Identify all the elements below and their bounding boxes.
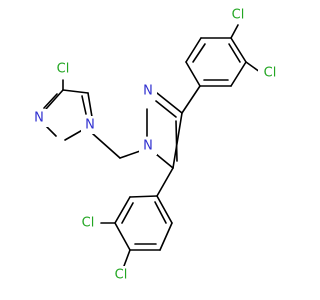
bond (43, 93, 58, 109)
chlorine-label-upper-1: Cl (232, 8, 245, 23)
chlorine-label-upper-2: Cl (264, 66, 277, 81)
bond (121, 202, 134, 224)
bond (192, 43, 206, 63)
bond (62, 89, 89, 94)
bond (185, 61, 201, 87)
bond (114, 196, 131, 224)
chlorine-label-lower-1: Cl (82, 216, 95, 231)
chlorine-label-lower-2: Cl (115, 268, 128, 283)
bond (155, 100, 177, 118)
nitrogen-label-core-2: N (143, 139, 153, 154)
bond (129, 195, 158, 198)
nitrogen-label-pyrazole-1: N (34, 111, 44, 126)
bond (185, 37, 202, 63)
bond (159, 222, 173, 251)
bond (87, 92, 93, 118)
bond (156, 92, 183, 114)
bond (230, 61, 247, 87)
bond (172, 112, 183, 169)
bond (156, 195, 173, 224)
chlorine-label-pyrazole: Cl (57, 62, 70, 77)
nitrogen-label-pyrazole-2: N (85, 118, 95, 133)
bond (123, 249, 131, 267)
bond (45, 89, 64, 110)
bond (181, 85, 201, 114)
bond (155, 153, 174, 169)
nitrogen-label-core-1: N (143, 84, 153, 99)
bond (156, 167, 174, 197)
bond (245, 61, 261, 73)
bond (175, 120, 178, 162)
bond (228, 43, 241, 63)
bond (92, 133, 121, 159)
bond (230, 24, 239, 39)
bond (230, 37, 247, 63)
atom-labels: Cl N N N N Cl Cl Cl Cl (30, 6, 282, 284)
bond (114, 222, 131, 251)
molecule-structure: Cl N N N N Cl Cl Cl Cl (30, 6, 282, 284)
bond (81, 95, 87, 115)
bond (154, 201, 167, 224)
